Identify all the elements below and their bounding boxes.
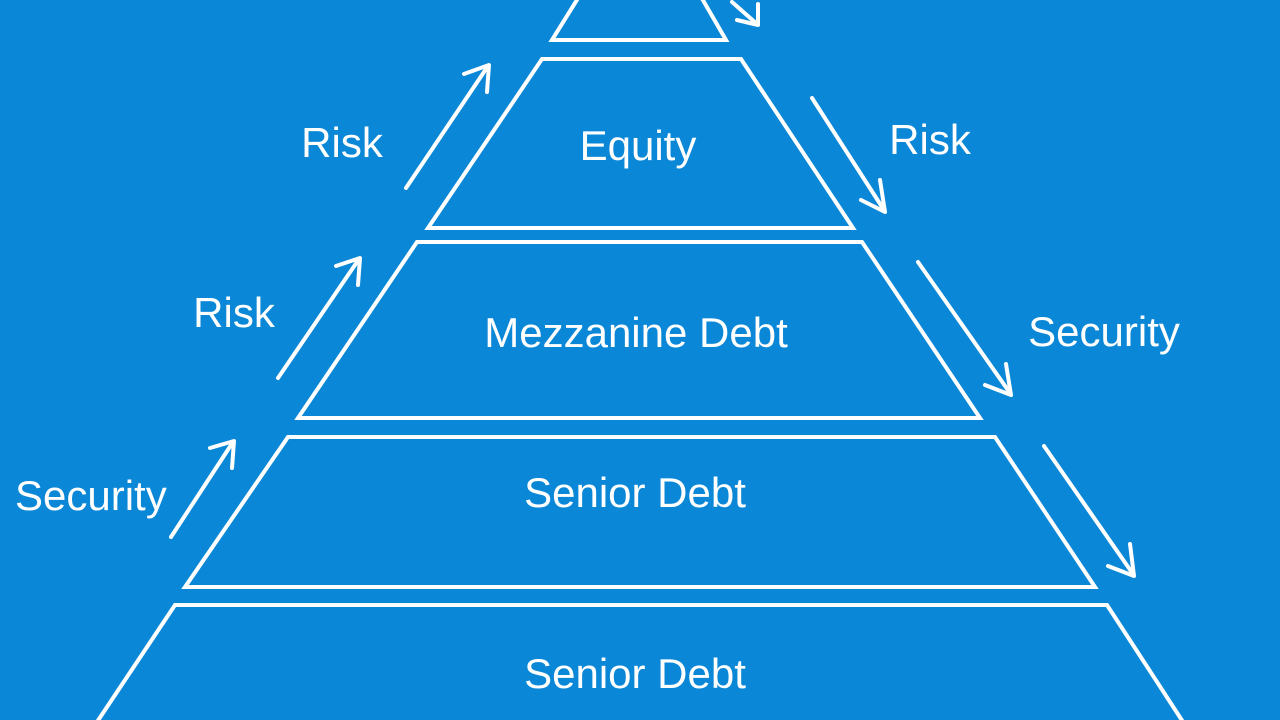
- pyramid-tier-apex-shape: [548, 0, 730, 42]
- right-arrow-middle: [916, 260, 1013, 397]
- right-label-risk: Risk: [889, 116, 972, 163]
- pyramid-tier-equity: Equity: [424, 57, 857, 230]
- right-arrow-top: [730, 0, 760, 27]
- left-label-risk-lower: Risk: [193, 289, 276, 336]
- pyramid-tier-apex: [548, 0, 730, 42]
- tier-label-senior-debt-base: Senior Debt: [524, 650, 746, 697]
- right-arrow-bottom: [1042, 444, 1136, 578]
- pyramid-tier-equity-shape: [424, 57, 857, 230]
- left-arrow-top: [404, 63, 491, 190]
- right-label-security: Security: [1028, 308, 1180, 355]
- pyramid-tier-senior-debt-base: Senior Debt: [95, 603, 1185, 720]
- left-arrow-middle: [276, 256, 362, 380]
- tier-label-equity: Equity: [580, 122, 697, 169]
- tier-label-mezzanine-debt: Mezzanine Debt: [484, 309, 788, 356]
- pyramid-tier-mezzanine-debt: Mezzanine Debt: [294, 240, 984, 420]
- pyramid-tier-senior-debt-base-shape: [95, 603, 1185, 720]
- pyramid-tier-senior-debt: Senior Debt: [181, 435, 1099, 589]
- pyramid-tier-senior-debt-shape: [181, 435, 1099, 589]
- right-arrow-upper: [810, 96, 887, 214]
- left-label-risk-upper: Risk: [301, 119, 384, 166]
- tier-label-senior-debt: Senior Debt: [524, 469, 746, 516]
- pyramid-tier-mezzanine-debt-shape: [294, 240, 984, 420]
- left-arrow-bottom: [169, 439, 236, 539]
- left-label-security: Security: [15, 472, 167, 519]
